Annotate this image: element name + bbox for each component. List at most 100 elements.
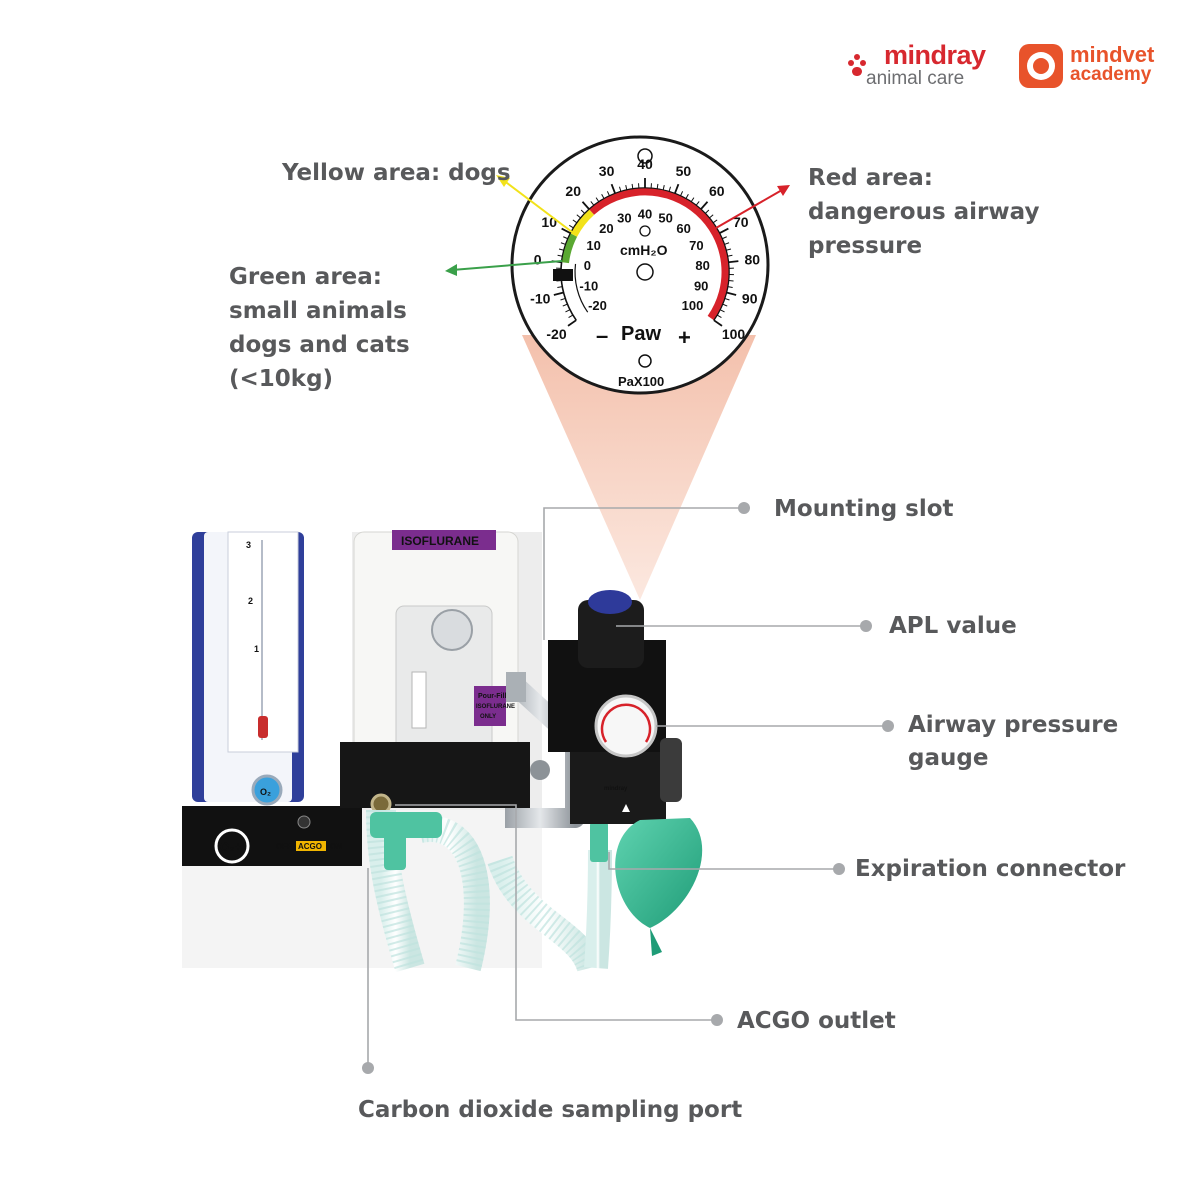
gauge-tick: [719, 309, 725, 313]
inner-tick-label-10: 80: [695, 258, 709, 273]
gauge-tick: [560, 242, 566, 245]
gauge-tick: [563, 236, 569, 240]
gauge-tick: [631, 183, 634, 189]
callout-green-line-2: small animals: [229, 298, 407, 324]
gauge-bottom-label: PaX100: [618, 374, 664, 389]
filler-label-3: ONLY: [480, 714, 496, 720]
gauge-tick: [568, 314, 574, 319]
acgo-switch-knob[interactable]: [297, 815, 311, 829]
gauge-unit: cmH₂O: [620, 242, 668, 258]
breathing-tubes: [366, 809, 612, 973]
leader-acgo: [395, 804, 717, 1021]
vaporizer-agent-label: ISOFLURANE: [401, 534, 479, 548]
gauge-pivot: [636, 263, 654, 281]
gauge-plus-sign: +: [678, 325, 691, 350]
academy-wordmark: academy: [1070, 64, 1152, 85]
gauge-tick: [709, 214, 714, 219]
green-arrow: [451, 260, 563, 271]
yellow-zone-arc: [570, 209, 595, 237]
flowmeter-gas-label: O₂: [260, 787, 271, 797]
outer-scale-arc: [560, 187, 730, 321]
callout-airway-gauge-line-1: Airway pressure: [908, 712, 1119, 738]
inner-tick-label-3: 10: [586, 238, 600, 253]
gauge-tick: [618, 186, 622, 192]
outer-tick-label-0: -20: [546, 326, 566, 342]
gauge-tick: [595, 197, 600, 203]
gauge-tick: [728, 260, 739, 264]
o2-flush-button[interactable]: [214, 828, 250, 864]
callout-yellow-area: Yellow area: dogs: [282, 160, 511, 186]
callout-red-line-3: pressure: [808, 233, 923, 259]
gauge-tick: [724, 242, 730, 245]
inner-tick-label-12: 100: [682, 298, 704, 313]
gauge-tick: [565, 309, 571, 313]
leader-mounting-slot: [543, 507, 744, 640]
gauge-tick: [625, 185, 628, 191]
mindvet-badge-icon: [1019, 44, 1063, 88]
gauge-tick: [712, 219, 718, 224]
o2-flush-label: O₂+: [220, 840, 242, 854]
o2-flow-knob[interactable]: [251, 774, 283, 806]
gauge-tick: [685, 194, 689, 199]
gauge-screw-bottom: [638, 354, 652, 368]
callout-acgo-outlet: ACGO outlet: [737, 1008, 896, 1034]
gauge-screw-upper: [639, 225, 651, 237]
gauge-tick: [606, 191, 610, 197]
gauge-zero-pointer: [553, 269, 573, 281]
inner-tick-label-11: 90: [694, 279, 708, 294]
inner-tick-label-5: 30: [617, 210, 631, 225]
zone-arrows: [445, 175, 790, 276]
red-zone-arc: [589, 188, 729, 320]
gauge-tick: [726, 291, 737, 296]
outer-tick-label-6: 40: [637, 156, 653, 172]
callout-co2-sampling-port: Carbon dioxide sampling port: [358, 1097, 743, 1123]
apl-valve-knob[interactable]: [588, 590, 632, 614]
green-zone-arc: [562, 233, 578, 264]
inner-tick-label-7: 50: [658, 210, 672, 225]
apl-valve-block: mindray: [548, 590, 682, 824]
filler-label-2: ISOFLURANE: [476, 704, 515, 710]
gauge-tick: [674, 183, 680, 194]
red-arrow: [715, 189, 783, 229]
outer-tick-label-3: 10: [541, 214, 557, 230]
machine-base: O₂+ OFF ACGO ON: [182, 742, 530, 866]
gauge-tick: [727, 254, 733, 257]
flowmeter: O₂ 3 2 1: [192, 531, 304, 806]
callout-green-line-4: (<10kg): [229, 366, 334, 392]
filler-cap[interactable]: [431, 609, 473, 651]
callout-expiration-connector: Expiration connector: [855, 856, 1126, 882]
gauge-tick: [680, 191, 684, 197]
paw-icon: [848, 54, 868, 78]
outer-tick-label-5: 30: [599, 163, 615, 179]
outer-tick-label-2: 0: [534, 251, 542, 267]
apl-brand: mindray: [604, 786, 628, 792]
filler-label-1: Pour-Fill: [478, 693, 506, 700]
gauge-tick: [580, 209, 586, 214]
outer-tick-label-7: 50: [676, 163, 692, 179]
gauge-tick: [557, 254, 563, 257]
switch-acgo-label: ACGO: [298, 842, 322, 851]
yellow-arrow: [502, 179, 573, 233]
switch-on-label: ON: [330, 842, 342, 851]
inner-scale-arc: [574, 263, 589, 313]
mindray-wordmark: mindray: [884, 40, 986, 70]
outer-tick-label-11: 90: [742, 290, 758, 306]
gauge-tick: [726, 248, 732, 251]
flowmeter-tick-2: 2: [248, 596, 253, 606]
callout-airway-gauge-line-2: gauge: [908, 745, 989, 771]
callout-apl-value: APL value: [889, 613, 1017, 639]
reservoir-bag: [615, 818, 703, 956]
vaporizer: ISOFLURANE Pour-Fill ISOFLURANE ONLY: [353, 530, 519, 767]
leader-expiration: [608, 852, 839, 870]
gauge-tick: [610, 183, 616, 194]
gauge-tick: [713, 319, 723, 327]
gauge-tick: [695, 201, 700, 206]
magnifier-cone: [522, 335, 756, 600]
gauge-tick: [560, 297, 566, 301]
gauge-tick: [567, 319, 577, 327]
gauge-tick: [724, 297, 730, 301]
